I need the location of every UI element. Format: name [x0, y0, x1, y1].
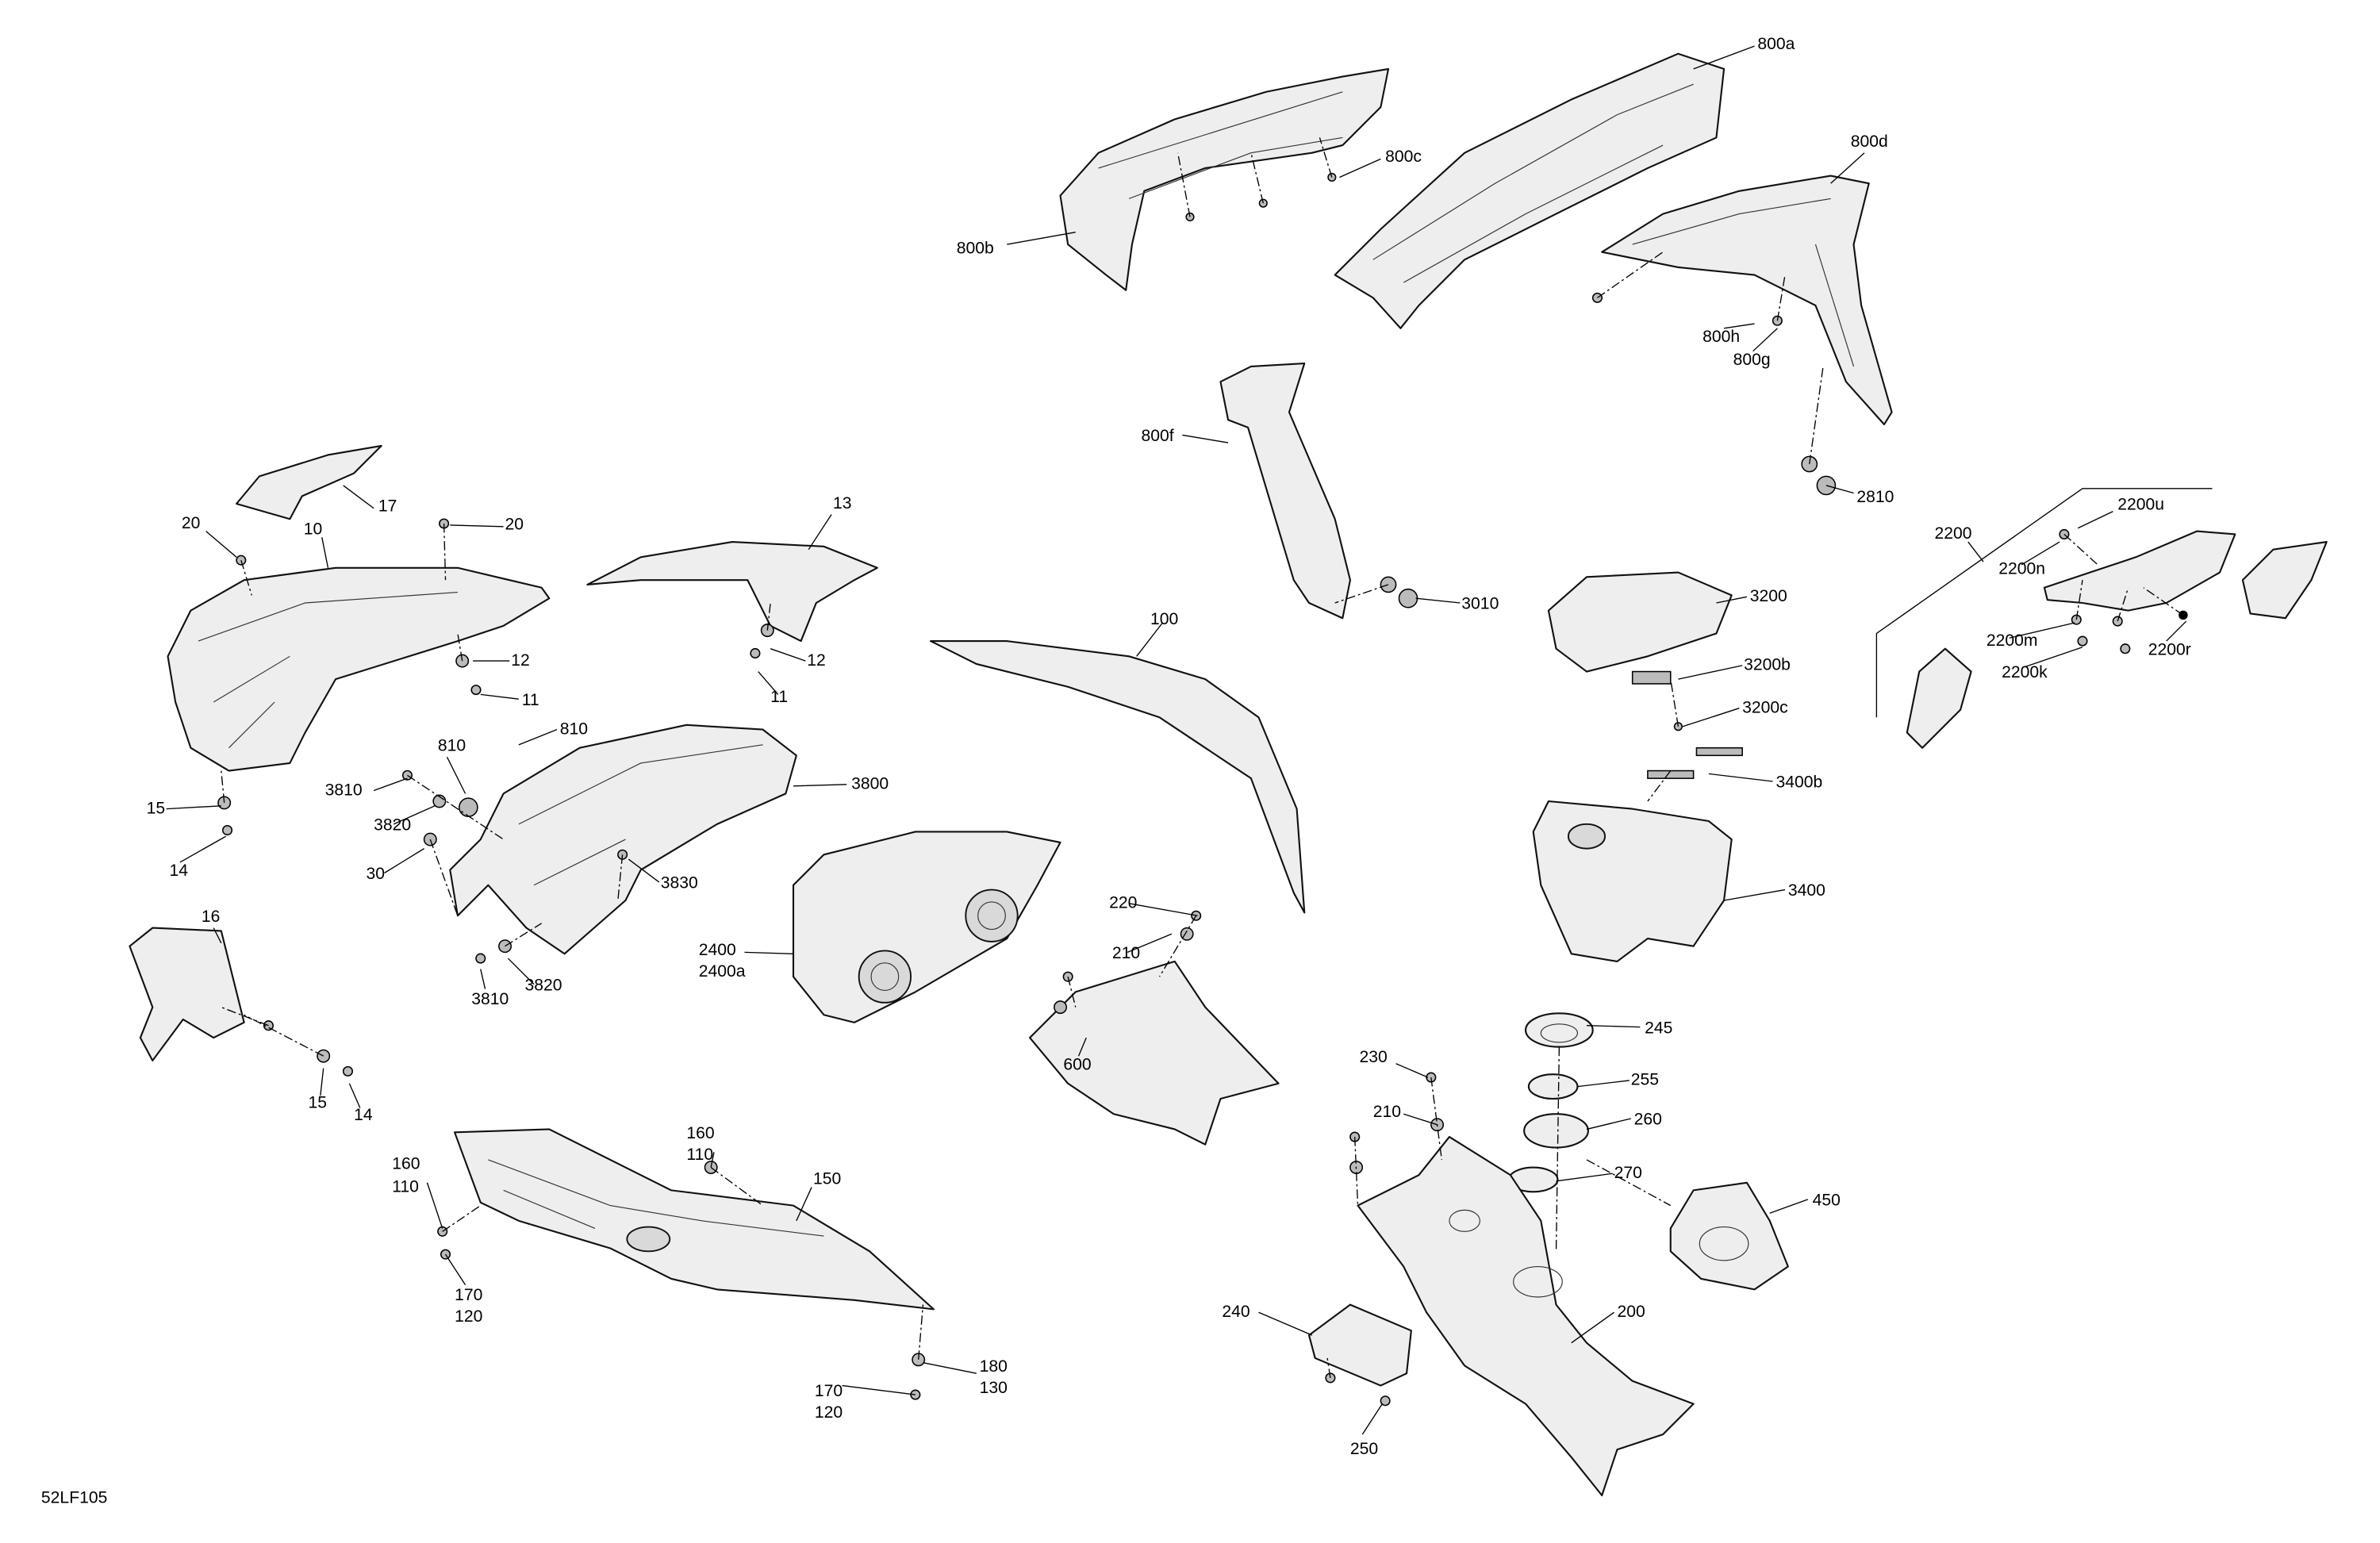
callout-2400a: 2400a	[699, 962, 746, 981]
callout-200: 200	[1617, 1303, 1645, 1321]
callout-230: 230	[1359, 1048, 1387, 1066]
callout-3200c: 3200c	[1742, 698, 1788, 716]
callout-20: 20	[505, 516, 524, 534]
callout-2200k: 2200k	[2002, 663, 2048, 681]
callout-2200: 2200	[1934, 524, 1971, 543]
parts-drawings	[129, 52, 2328, 1497]
callout-2200m: 2200m	[1987, 631, 2038, 650]
callout-3200: 3200	[1750, 587, 1787, 605]
callout-810: 810	[438, 737, 466, 755]
callout-245: 245	[1645, 1019, 1672, 1037]
callout-180: 180	[980, 1357, 1008, 1376]
callout-800d: 800d	[1851, 132, 1888, 151]
leader-lines	[166, 45, 2187, 1435]
callout-3820: 3820	[525, 976, 562, 994]
callout-800h: 800h	[1702, 328, 1740, 346]
callout-170: 170	[455, 1286, 482, 1304]
callout-2200u: 2200u	[2117, 496, 2164, 514]
callout-3810: 3810	[471, 990, 509, 1008]
callout-170: 170	[815, 1382, 843, 1400]
part-10-front-fascia	[167, 566, 551, 772]
callout-3200b: 3200b	[1744, 656, 1791, 674]
callout-800f: 800f	[1141, 427, 1173, 445]
part-240-bracket	[1307, 1303, 1412, 1387]
callout-3800: 3800	[851, 775, 889, 793]
callout-3010: 3010	[1461, 595, 1499, 613]
callout-210: 210	[1112, 944, 1140, 962]
callout-100: 100	[1150, 610, 1178, 628]
callout-2810: 2810	[1856, 488, 1894, 506]
callout-160: 160	[686, 1124, 714, 1142]
callout-17: 17	[378, 497, 397, 516]
callout-14: 14	[169, 862, 188, 880]
part-800d-side-panel	[1601, 175, 1893, 426]
callout-800b: 800b	[957, 240, 994, 258]
part-600-inner-panel	[1029, 960, 1280, 1146]
callout-3830: 3830	[661, 874, 698, 892]
callout-250: 250	[1350, 1440, 1378, 1458]
callout-800c: 800c	[1385, 148, 1422, 166]
callout-160: 160	[392, 1154, 420, 1173]
callout-3810: 3810	[325, 781, 363, 799]
callout-12: 12	[511, 651, 530, 670]
part-800b-side-panel	[1059, 67, 1390, 291]
callout-2200r: 2200r	[2148, 640, 2191, 658]
callout-150: 150	[813, 1170, 841, 1188]
part-2200-mirror-glass	[2241, 541, 2328, 620]
callout-255: 255	[1631, 1071, 1659, 1089]
callout-30: 30	[367, 865, 386, 883]
callout-15: 15	[147, 799, 166, 817]
part-3800-support	[449, 724, 797, 955]
callout-220: 220	[1109, 894, 1137, 912]
callout-labels: 800a 800b 800c 800d 800h 800g 800f 2810 …	[41, 35, 2191, 1507]
part-2200-mirror-glass-left	[1906, 647, 1972, 749]
callout-3820: 3820	[374, 816, 411, 835]
part-3400-storage-bin	[1532, 800, 1733, 962]
callout-210: 210	[1373, 1103, 1401, 1121]
callout-270: 270	[1614, 1164, 1642, 1182]
part-450-speaker-housing	[1669, 1181, 1789, 1291]
callout-16: 16	[202, 908, 221, 926]
callout-110: 110	[686, 1146, 713, 1164]
callout-130: 130	[980, 1379, 1008, 1397]
part-200-rear-body	[1357, 1136, 1695, 1497]
callout-810: 810	[560, 720, 588, 738]
part-3200-cover	[1547, 571, 1733, 673]
callout-800a: 800a	[1757, 35, 1795, 53]
callout-13: 13	[833, 494, 852, 512]
callout-260: 260	[1634, 1111, 1662, 1129]
part-16-mirror	[129, 927, 245, 1061]
callout-110: 110	[392, 1177, 419, 1196]
part-800f-side-trim	[1219, 363, 1351, 620]
figure-id: 52LF105	[41, 1489, 107, 1507]
callout-14: 14	[354, 1106, 373, 1124]
part-13-upper-trim	[586, 541, 878, 643]
callout-450: 450	[1813, 1192, 1841, 1210]
callout-11: 11	[770, 688, 788, 706]
callout-11: 11	[522, 691, 539, 709]
callout-3400: 3400	[1788, 881, 1825, 900]
callout-600: 600	[1063, 1055, 1091, 1073]
part-2200-mirror-housing	[2043, 530, 2236, 612]
callout-120: 120	[815, 1403, 843, 1422]
callout-12: 12	[807, 651, 826, 670]
callout-120: 120	[455, 1307, 482, 1326]
callout-3400b: 3400b	[1775, 773, 1822, 792]
callout-20: 20	[182, 514, 201, 532]
part-100-center-panel	[930, 640, 1306, 914]
callout-2400: 2400	[699, 941, 736, 959]
callout-2200n: 2200n	[1998, 559, 2045, 578]
callout-240: 240	[1222, 1303, 1250, 1321]
callout-15: 15	[308, 1094, 327, 1112]
callout-800g: 800g	[1733, 351, 1771, 369]
part-2400-headlight	[792, 831, 1061, 1023]
part-800a-seat	[1334, 52, 1726, 329]
part-17-vent	[236, 444, 382, 520]
callout-10: 10	[304, 520, 323, 538]
